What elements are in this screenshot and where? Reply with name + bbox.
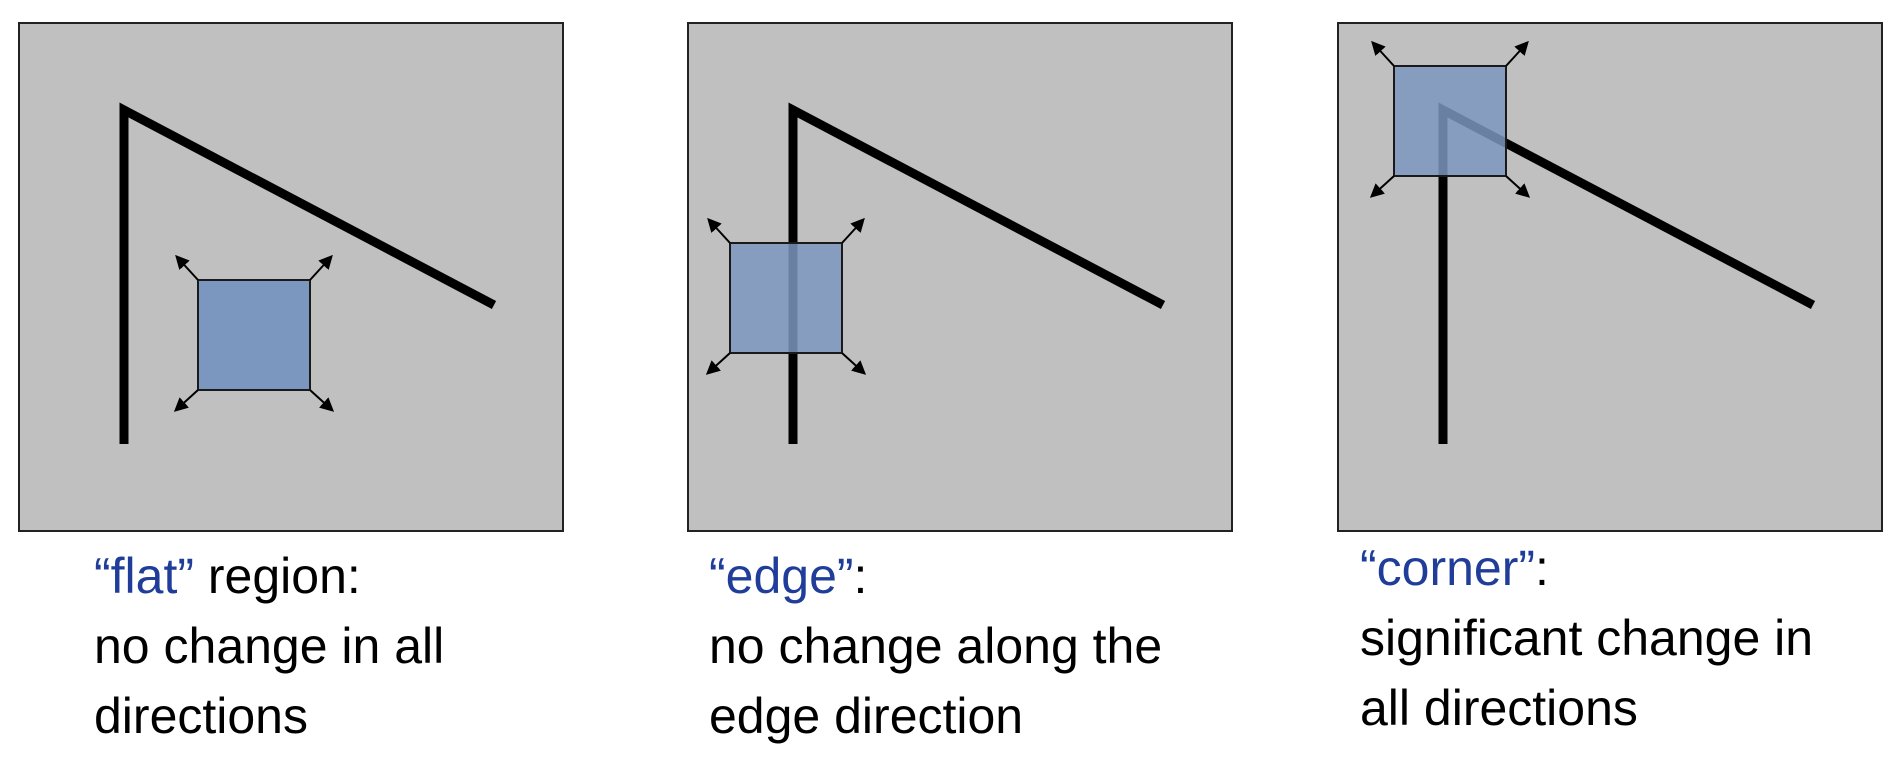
keyword-flat: “flat” xyxy=(94,548,194,604)
corner-diagram xyxy=(1337,22,1883,532)
caption-edge: “edge”: no change along the edge directi… xyxy=(709,541,1162,751)
image-frame xyxy=(18,22,564,532)
caption-flat: “flat” region: no change in all directio… xyxy=(94,541,444,751)
caption-heading: “flat” region: xyxy=(94,541,444,611)
diagonal-arrow-icon xyxy=(173,254,335,412)
caption-heading: “edge”: xyxy=(709,541,1162,611)
caption-suffix: : xyxy=(853,548,868,604)
caption-line-2: significant change in xyxy=(1360,610,1814,666)
diagonal-arrow-icon xyxy=(1369,40,1531,198)
caption-heading: “corner”: xyxy=(1360,533,1813,603)
diagonal-arrow-icon xyxy=(705,217,867,375)
panel-flat xyxy=(18,22,564,532)
window-square xyxy=(197,279,311,391)
caption-suffix: : xyxy=(1535,540,1549,596)
edge-diagram xyxy=(687,22,1233,532)
flat-diagram xyxy=(18,22,564,532)
caption-suffix: region: xyxy=(194,548,361,604)
caption-corner: “corner”: significant change in all dire… xyxy=(1360,533,1813,743)
caption-line-3: all directions xyxy=(1360,680,1638,736)
window-square xyxy=(729,242,843,354)
keyword-edge: “edge” xyxy=(709,548,854,604)
caption-line-2: no change in all xyxy=(94,618,445,674)
panel-edge xyxy=(687,22,1233,532)
caption-line-3: directions xyxy=(94,688,308,744)
window-square xyxy=(1393,65,1507,177)
panel-corner xyxy=(1337,22,1883,532)
caption-line-3: edge direction xyxy=(709,688,1024,744)
keyword-corner: “corner” xyxy=(1360,540,1536,596)
corner-line xyxy=(119,102,497,444)
caption-line-2: no change along the xyxy=(709,618,1163,674)
